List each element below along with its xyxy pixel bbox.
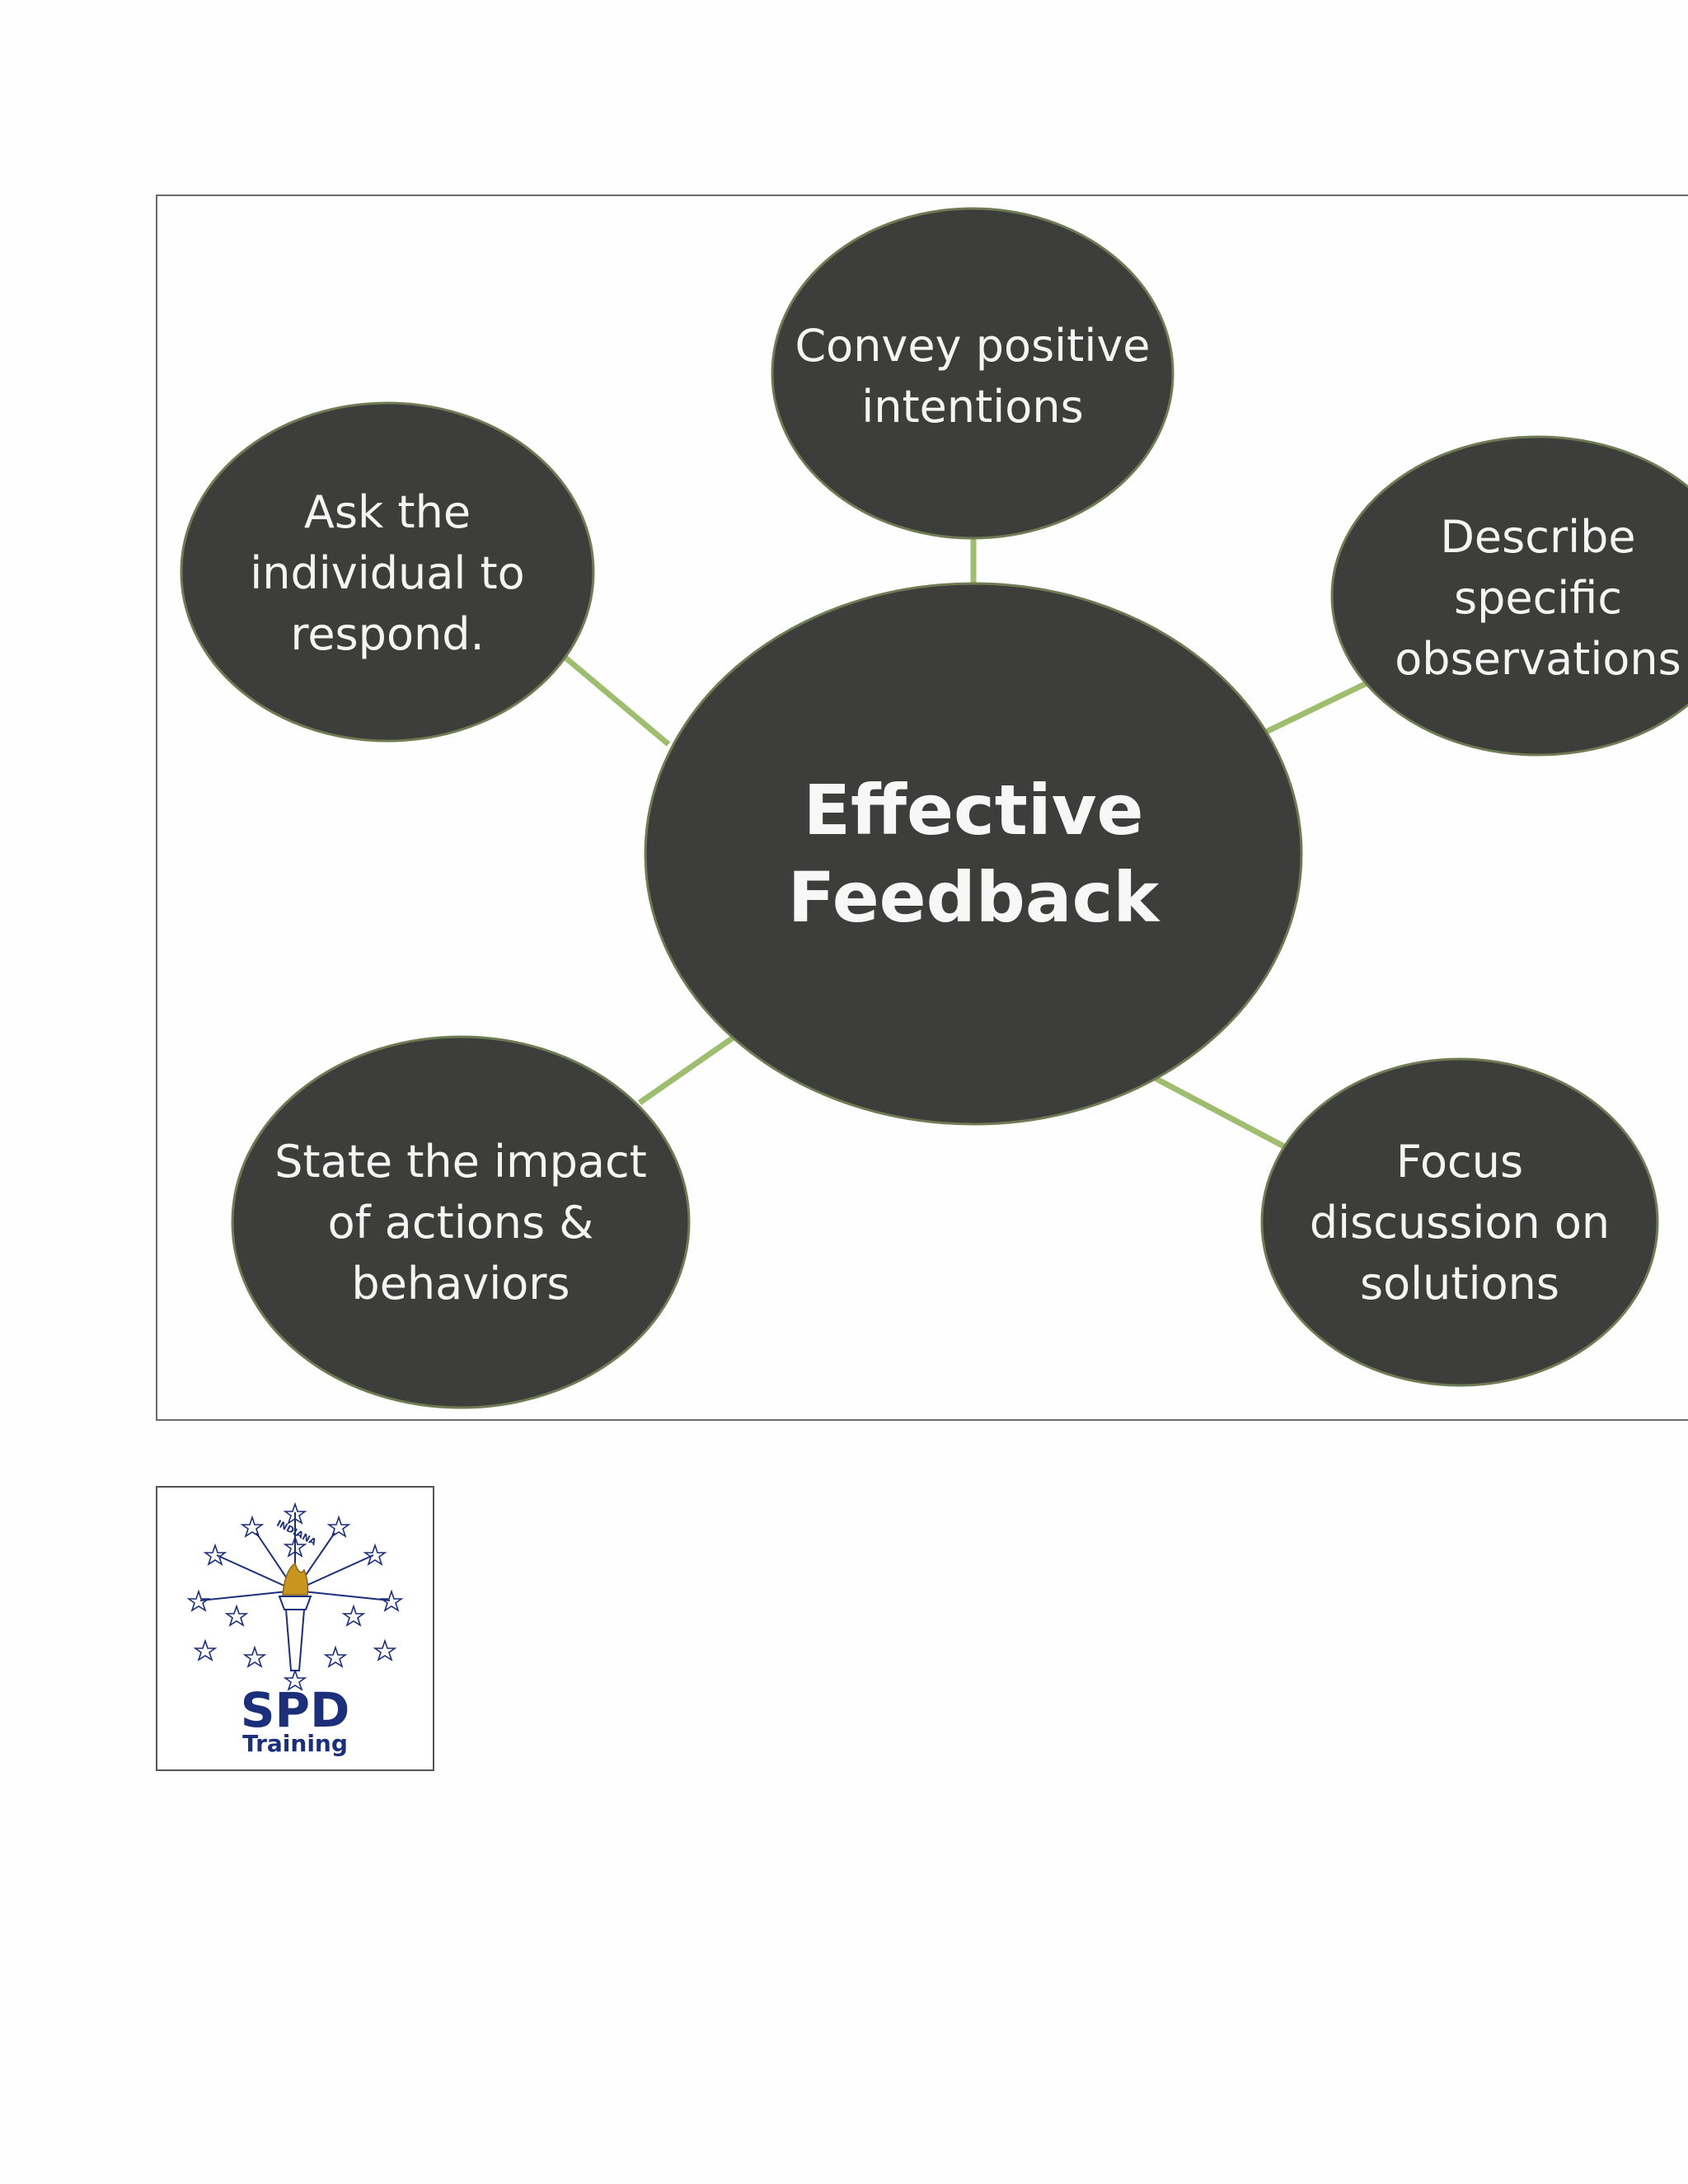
bubble-right-line-3: observations (1395, 633, 1681, 685)
bubble-bottom-left-line-3: behaviors (351, 1258, 570, 1310)
bubble-left-line-3: respond. (290, 608, 484, 660)
bubble-right-line-2: specific (1454, 572, 1622, 624)
logo-graphic: INDIANA SPD Training (186, 1502, 404, 1757)
logo-stars (186, 1502, 404, 1691)
center-bubble: Effective Feedback (644, 582, 1303, 1126)
bubble-bottom-left-line-2: of actions & (328, 1197, 594, 1249)
bubble-bottom-left-line-1: State the impact (274, 1136, 647, 1188)
logo-training-text: Training (242, 1730, 348, 1757)
bubble-ask-individual-to-respond: Ask the individual to respond. (180, 401, 595, 743)
bubble-state-impact-of-actions: State the impact of actions & behaviors (231, 1035, 691, 1409)
center-title-line-2: Feedback (788, 857, 1161, 938)
bubble-convey-positive-intentions: Convey positive intentions (771, 207, 1175, 540)
bubble-bottom-right-line-3: solutions (1360, 1258, 1559, 1310)
connector-bottom-right (1153, 1075, 1296, 1155)
center-title-line-1: Effective (804, 770, 1144, 851)
bubble-focus-discussion-on-solutions: Focus discussion on solutions (1260, 1057, 1659, 1387)
bubble-left-line-2: individual to (250, 547, 524, 599)
logo-torch (278, 1562, 312, 1671)
bubble-bottom-right-line-1: Focus (1396, 1136, 1523, 1188)
connector-bottom-left (638, 1034, 736, 1105)
connectors (563, 526, 1387, 1155)
bubble-describe-specific-observations: Describe specific observations (1330, 435, 1688, 757)
effective-feedback-diagram: Effective Feedback Convey positive inten… (156, 194, 1688, 1421)
connector-left (563, 655, 671, 747)
logo-spd-text: SPD (241, 1682, 349, 1738)
bubble-top-line-1: Convey positive (795, 320, 1150, 372)
spd-training-logo: INDIANA SPD Training (156, 1486, 434, 1771)
bubble-bottom-right-line-2: discussion on (1310, 1197, 1610, 1249)
bubble-left-line-1: Ask the (304, 486, 471, 538)
bubble-top-line-2: intentions (861, 381, 1083, 433)
bubble-right-line-1: Describe (1440, 511, 1635, 563)
diagram-canvas: Effective Feedback Convey positive inten… (180, 207, 1688, 1409)
